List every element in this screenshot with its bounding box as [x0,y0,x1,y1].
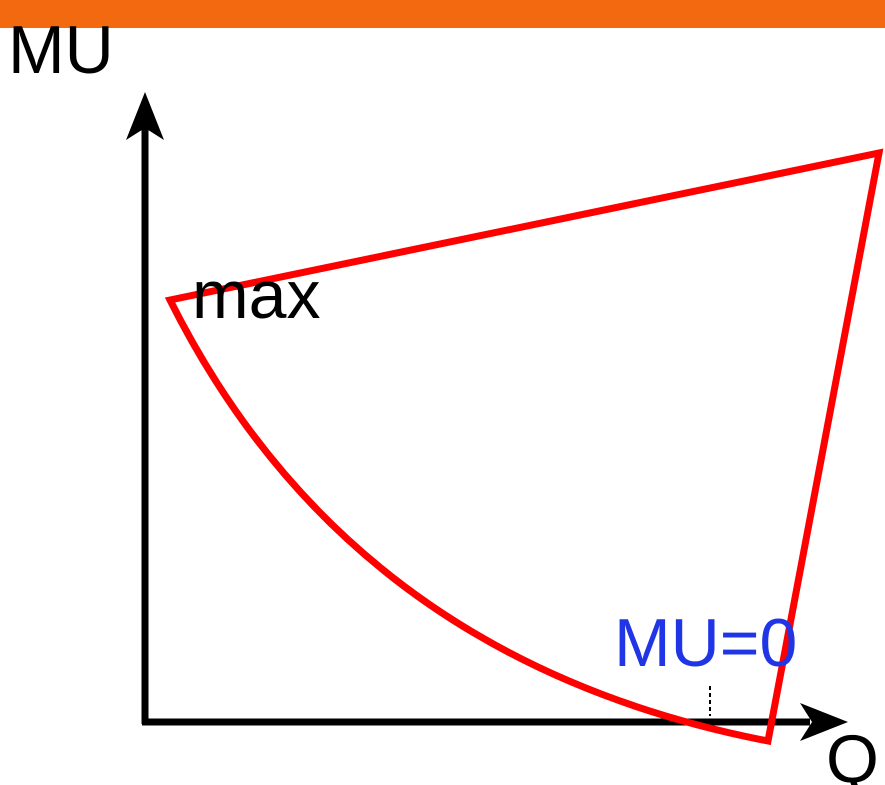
y-axis-label: MU [8,12,114,88]
y-axis-arrowhead [126,92,164,140]
x-axis-arrowhead [800,703,848,741]
x-axis-label: Q [826,721,879,785]
top-accent-bar [0,0,885,28]
max-label: max [192,257,320,333]
mu-zero-label: MU=0 [614,605,797,681]
mu-curve [164,148,884,746]
